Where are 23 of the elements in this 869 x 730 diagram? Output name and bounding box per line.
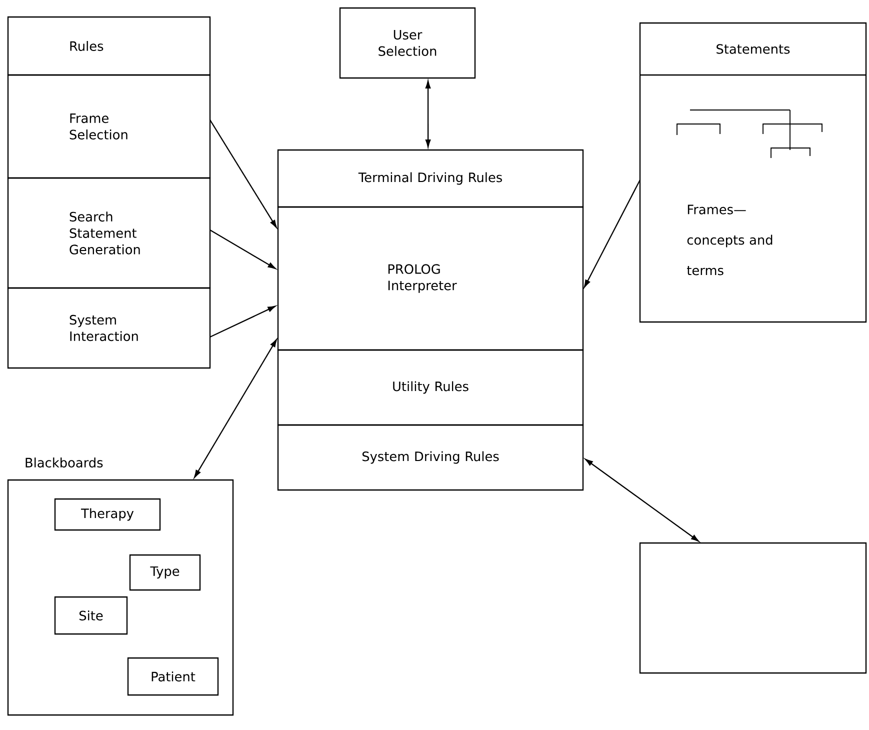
statements-box: Statements Frames— concepts and terms <box>639 22 867 323</box>
arrow <box>584 180 641 288</box>
rule-cell: Terminal Driving Rules <box>277 149 584 208</box>
arrow <box>585 458 700 542</box>
node-label: Blackboards <box>26 458 103 468</box>
arrow <box>425 80 431 148</box>
rule-cell: Search Statement Generation <box>7 177 211 289</box>
rule-cell: System Driving Rules <box>277 424 584 491</box>
rule-cell: System Interaction <box>7 287 211 369</box>
interpreter-cell: PROLOG Interpreter <box>277 206 584 351</box>
blackboard-item: Site <box>54 596 128 635</box>
rule-cell: Utility Rules <box>277 349 584 426</box>
arrow <box>210 306 276 338</box>
arrow <box>210 120 277 228</box>
arrow <box>194 339 277 478</box>
database-box <box>639 542 867 674</box>
rule-cell: Frame Selection <box>7 74 211 179</box>
arrow <box>210 230 276 270</box>
selection-box: User Selection <box>339 7 476 79</box>
blackboard-item: Therapy <box>54 498 161 531</box>
blackboard-item: Patient <box>127 657 219 696</box>
header-cell: Rules <box>7 16 211 76</box>
blackboard-item: Type <box>129 554 201 591</box>
